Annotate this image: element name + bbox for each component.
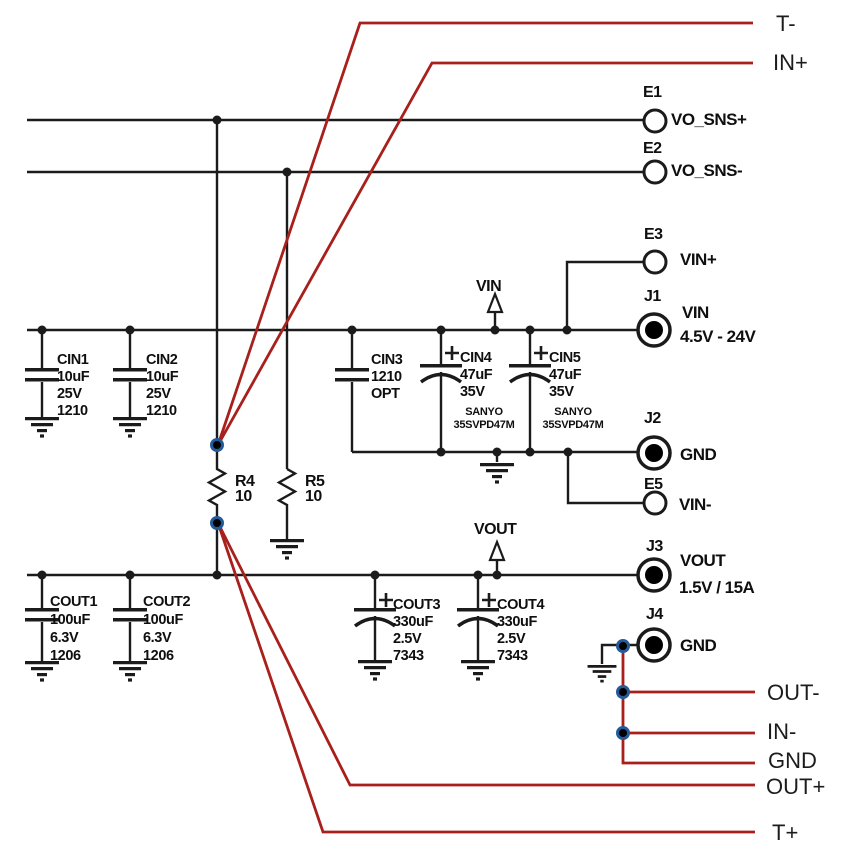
cin4-capacitor (419, 330, 463, 452)
j2-name: GND (680, 445, 717, 464)
signal-label-in-plus: IN+ (773, 50, 808, 75)
vout-net-flag-arrow (488, 538, 506, 575)
j3-rating: 1.5V / 15A (679, 578, 755, 597)
cin3-capacitor (335, 330, 369, 452)
j3-ref: J3 (646, 538, 663, 555)
cout4-capacitor (456, 575, 500, 681)
cout3-capacitor (353, 575, 397, 681)
e3-pad (642, 249, 668, 275)
e3-name: VIN+ (680, 250, 717, 269)
input-gnd-symbol (478, 463, 516, 484)
j4-jack (636, 627, 672, 663)
signal-label-out-plus: OUT+ (766, 774, 826, 799)
j4-name: GND (680, 636, 717, 655)
e2-name: VO_SNS- (671, 161, 743, 180)
signal-label-gnd: GND (768, 748, 817, 773)
banana-jacks (636, 312, 672, 663)
cout1-capacitor (23, 575, 61, 682)
j1-jack (636, 312, 672, 348)
signal-label-t-plus: T+ (772, 820, 799, 845)
j3-jack (636, 557, 672, 593)
j2-jack (636, 435, 672, 471)
probe-nodes (210, 438, 630, 740)
e1-ref: E1 (643, 84, 662, 101)
e1-name: VO_SNS+ (671, 110, 747, 129)
r4-resistor (206, 445, 228, 575)
signal-label-t-minus: T- (776, 11, 796, 36)
j1-ref: J1 (644, 288, 661, 305)
j4-gnd-symbol (586, 664, 618, 683)
j3-name: VOUT (680, 551, 726, 570)
e5-pad (642, 490, 668, 516)
vout-net-flag: VOUT (474, 521, 517, 538)
e2-ref: E2 (643, 140, 662, 157)
cin1-capacitor (23, 330, 61, 438)
vin-net-flag: VIN (476, 278, 502, 295)
vin-net (27, 260, 644, 332)
signal-wires (216, 21, 755, 834)
cin5-capacitor (508, 330, 552, 452)
test-pads (642, 108, 668, 516)
vo-sns-plus-net (27, 118, 644, 445)
e1-pad (642, 108, 668, 134)
signal-label-in-minus: IN- (767, 719, 797, 744)
j2-ref: J2 (644, 410, 661, 427)
j1-rating: 4.5V - 24V (680, 327, 756, 346)
j4-ref: J4 (646, 606, 663, 623)
cout2-capacitor (111, 575, 149, 682)
e3-ref: E3 (644, 226, 663, 243)
junction-dots (37, 115, 573, 580)
r5-resistor (268, 467, 306, 560)
e5-ref: E5 (644, 476, 663, 493)
e2-pad (642, 159, 668, 185)
cin2-capacitor (111, 330, 149, 438)
vin-net-flag-arrow (486, 290, 504, 330)
signal-label-out-minus: OUT- (767, 680, 820, 705)
j1-name: VIN (682, 303, 709, 322)
e5-name: VIN- (679, 495, 712, 514)
